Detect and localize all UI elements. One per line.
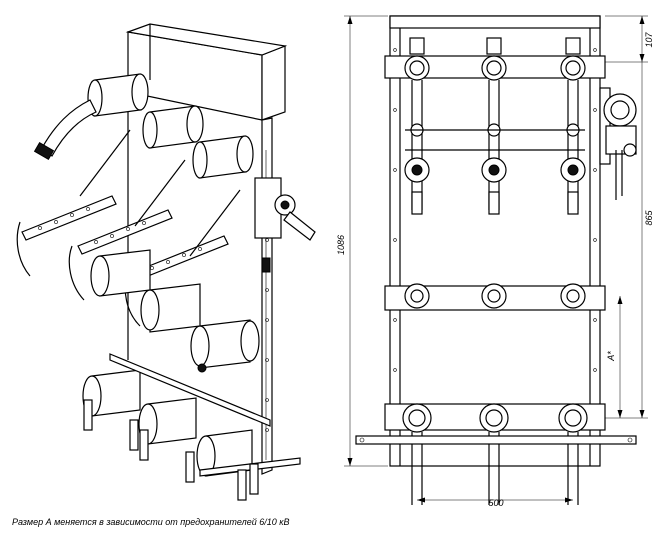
isometric-view [16,23,316,501]
dim-variable-a: A* [606,351,616,362]
side-holes [393,48,597,372]
front-elevation: 1086 107 865 A* 500 [336,15,654,508]
pole-middle [479,37,509,505]
fuse-arms [16,129,241,327]
middle-insulators [90,249,260,373]
dim-right-height: 865 [644,210,654,226]
side-drive [599,87,637,200]
dim-bottom-width: 500 [488,498,503,508]
drawing-caption: Размер А меняется в зависимости от предо… [12,517,290,527]
lower-insulators [82,353,301,501]
dim-top-offset: 107 [644,32,654,48]
pole-left [402,37,432,505]
dimension-lines [344,15,648,503]
upper-insulators [87,73,254,179]
pole-right [558,37,588,505]
drive-mechanism [254,177,316,273]
dim-overall-height: 1086 [336,235,346,255]
